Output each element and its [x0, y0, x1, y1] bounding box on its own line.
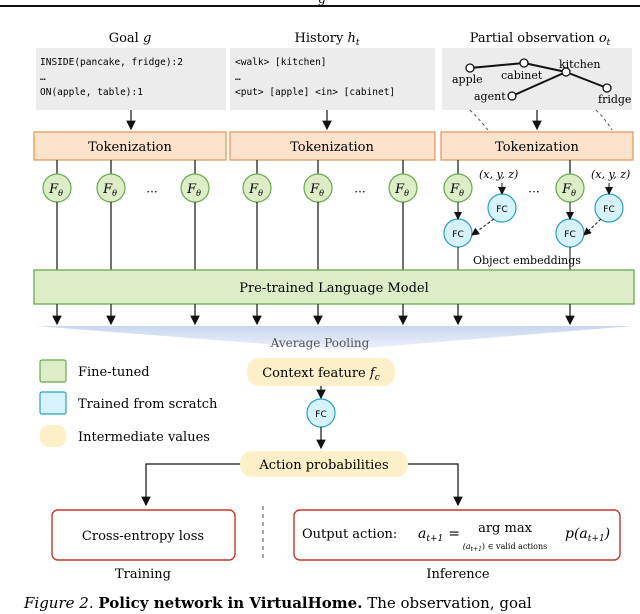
context-feature-label: Context feature fc [262, 366, 380, 383]
observation-graph [469, 62, 608, 97]
node-apple [465, 63, 475, 73]
object-embeddings-label: Object embeddings [473, 254, 581, 267]
dashed-obs-left [469, 109, 489, 131]
tokenization-label-goal: Tokenization [88, 140, 172, 155]
average-pooling-label: Average Pooling [270, 336, 370, 350]
node-agent [507, 91, 517, 101]
f-theta-label-3: Fθ [186, 182, 201, 198]
action-probabilities-box [240, 451, 408, 477]
fc-label-1: FC [496, 205, 507, 215]
output-action-rhs: p(at+1) [565, 526, 610, 544]
f-theta-label-8: Fθ [561, 182, 576, 198]
fc-label-2: FC [452, 230, 463, 240]
legend-swatch-intermediate [40, 425, 66, 447]
language-model-label: Pre-trained Language Model [239, 281, 429, 296]
output-action-operator: arg max [478, 521, 532, 536]
goal-line-1: INSIDE(pancake, fridge):2 [40, 57, 183, 68]
legend [39, 359, 67, 447]
tokenization-label-history: Tokenization [290, 140, 374, 155]
node-kitchen-label: kitchen [559, 58, 600, 71]
goal-line-3: ON(apple, table):1 [40, 87, 143, 98]
average-pooling-shape [36, 326, 632, 350]
language-model-box [33, 269, 635, 305]
f-theta-label-6: Fθ [394, 182, 409, 198]
output-action-lhs: at+1= [418, 526, 460, 544]
legend-label-scratch: Trained from scratch [78, 397, 218, 412]
node-kitchen [561, 67, 571, 77]
xyz-label-1: (x, y, z) [479, 168, 518, 181]
observation-title: Partial observation ot [470, 31, 611, 48]
output-action-prefix: Output action: [302, 527, 397, 542]
training-label: Training [115, 567, 171, 582]
node-apple-label: apple [452, 73, 483, 86]
history-line-3: <put> [apple] <in> [cabinet] [235, 87, 395, 98]
legend-swatch-fine-tuned [39, 359, 67, 383]
cross-entropy-loss-label: Cross-entropy loss [82, 529, 204, 544]
legend-swatch-scratch [39, 391, 67, 415]
tokenization-row [33, 131, 634, 161]
legend-label-fine-tuned: Fine-tuned [78, 365, 150, 380]
history-title: History ht [295, 31, 360, 48]
f-theta-label-5: Fθ [309, 182, 324, 198]
goal-title: Goal g [109, 31, 152, 46]
f-theta-label-4: Fθ [248, 182, 263, 198]
node-cabinet-label: cabinet [501, 69, 543, 82]
cross-entropy-loss-box [51, 509, 236, 561]
history-line-2: … [235, 72, 241, 83]
f-theta-row: Fθ Fθ Fθ Fθ Fθ Fθ Fθ Fθ [42, 173, 585, 203]
history-box [230, 48, 435, 110]
node-cabinet [519, 58, 529, 68]
f-theta-label-7: Fθ [449, 182, 464, 198]
fc-label-4: FC [564, 230, 575, 240]
fc-head-label: FC [315, 410, 326, 420]
f-theta-label-1: Fθ [48, 182, 63, 198]
output-action-box [293, 509, 621, 561]
header-fragment: g [318, 0, 326, 6]
fc-label-3: FC [603, 205, 614, 215]
observation-box [442, 48, 632, 110]
context-feature-box [247, 358, 395, 386]
xyz-label-2: (x, y, z) [591, 168, 630, 181]
output-action-operator-sub: (at+1) ∈ valid actions [463, 542, 547, 553]
legend-label-intermediate: Intermediate values [78, 430, 210, 445]
tokenization-label-observation: Tokenization [495, 140, 579, 155]
node-agent-label: agent [474, 90, 506, 103]
goal-box [36, 48, 226, 110]
f-theta-label-2: Fθ [102, 182, 117, 198]
ellipsis-history: ··· [354, 185, 365, 199]
ellipsis-observation: ··· [528, 185, 539, 199]
node-fridge-label: fridge [598, 93, 631, 106]
goal-line-2: … [40, 72, 46, 83]
history-line-1: <walk> [kitchen] [235, 57, 327, 68]
inference-label: Inference [426, 567, 490, 582]
ellipsis-goal: ··· [146, 185, 157, 199]
node-fridge [602, 83, 612, 93]
dashed-obs-right [595, 109, 613, 131]
figure-caption: Figure 2. Policy network in VirtualHome.… [23, 594, 532, 612]
action-probabilities-label: Action probabilities [258, 458, 388, 473]
